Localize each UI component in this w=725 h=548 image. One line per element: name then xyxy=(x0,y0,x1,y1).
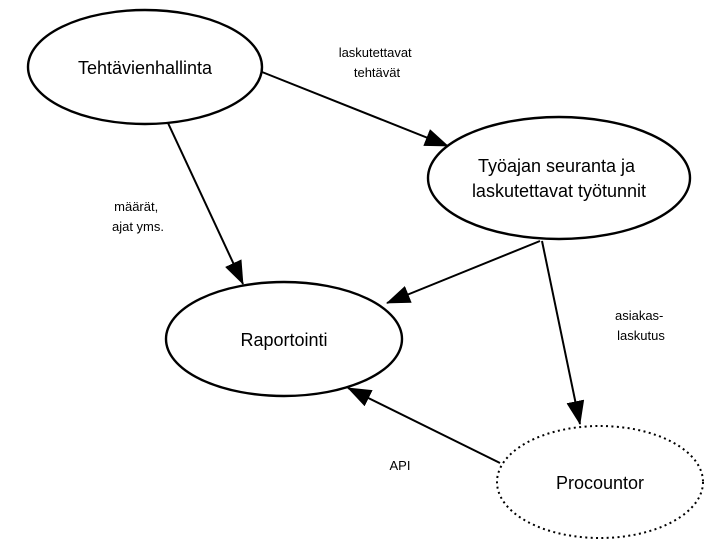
node-label-tehtavienhallinta: Tehtävienhallinta xyxy=(78,58,213,78)
edge-tyoajan-seuranta-to-procountor: asiakas- laskutus xyxy=(541,240,667,425)
arrow-tehtavienhallinta-to-tyoajan-seuranta xyxy=(261,71,449,147)
arrow-tehtavienhallinta-to-raportointi xyxy=(167,122,244,285)
node-raportointi: Raportointi xyxy=(164,280,404,398)
node-ellipse-tyoajan-seuranta xyxy=(426,115,692,241)
edge-procountor-to-raportointi: API xyxy=(347,387,501,473)
node-ellipse-procountor xyxy=(496,425,704,539)
edge-label-line: laskutus xyxy=(617,328,665,343)
edge-label-maarat-ajat: määrät, ajat yms. xyxy=(112,199,164,234)
node-label-line: Procountor xyxy=(556,473,644,493)
edge-label-line: ajat yms. xyxy=(112,219,164,234)
node-label-raportointi: Raportointi xyxy=(240,330,327,350)
edge-label-line: asiakas- xyxy=(615,308,663,323)
node-label-line: Tehtävienhallinta xyxy=(78,58,213,78)
edge-label-line: laskutettavat xyxy=(339,45,412,60)
edge-tehtavienhallinta-to-raportointi: määrät, ajat yms. xyxy=(112,122,244,285)
edge-label-line: määrät, xyxy=(114,199,158,214)
edge-label-line: API xyxy=(390,458,411,473)
edge-label-line: tehtävät xyxy=(354,65,401,80)
edge-label-laskutettavat-tehtavat: laskutettavat tehtävät xyxy=(339,45,416,80)
node-ellipse-tehtavienhallinta xyxy=(26,8,264,126)
arrow-procountor-to-raportointi xyxy=(347,387,501,464)
node-label-procountor: Procountor xyxy=(556,473,644,493)
node-label-line: Työajan seuranta ja xyxy=(478,156,636,176)
node-tehtavienhallinta: Tehtävienhallinta xyxy=(26,8,264,126)
node-label-line: Raportointi xyxy=(240,330,327,350)
edge-tyoajan-seuranta-to-raportointi xyxy=(386,240,541,304)
edge-label-api: API xyxy=(390,458,411,473)
edge-tehtavienhallinta-to-tyoajan-seuranta: laskutettavat tehtävät xyxy=(261,45,449,147)
arrow-tyoajan-seuranta-to-procountor xyxy=(541,240,585,425)
arrow-tyoajan-seuranta-to-raportointi xyxy=(386,240,541,304)
node-tyoajan-seuranta: Työajan seuranta ja laskutettavat työtun… xyxy=(426,115,692,241)
node-procountor: Procountor xyxy=(496,425,704,539)
node-label-line: laskutettavat työtunnit xyxy=(472,181,646,201)
edge-label-asiakaslaskutus: asiakas- laskutus xyxy=(615,308,667,343)
node-ellipse-raportointi xyxy=(164,280,404,398)
node-label-tyoajan-seuranta: Työajan seuranta ja laskutettavat työtun… xyxy=(472,156,646,201)
